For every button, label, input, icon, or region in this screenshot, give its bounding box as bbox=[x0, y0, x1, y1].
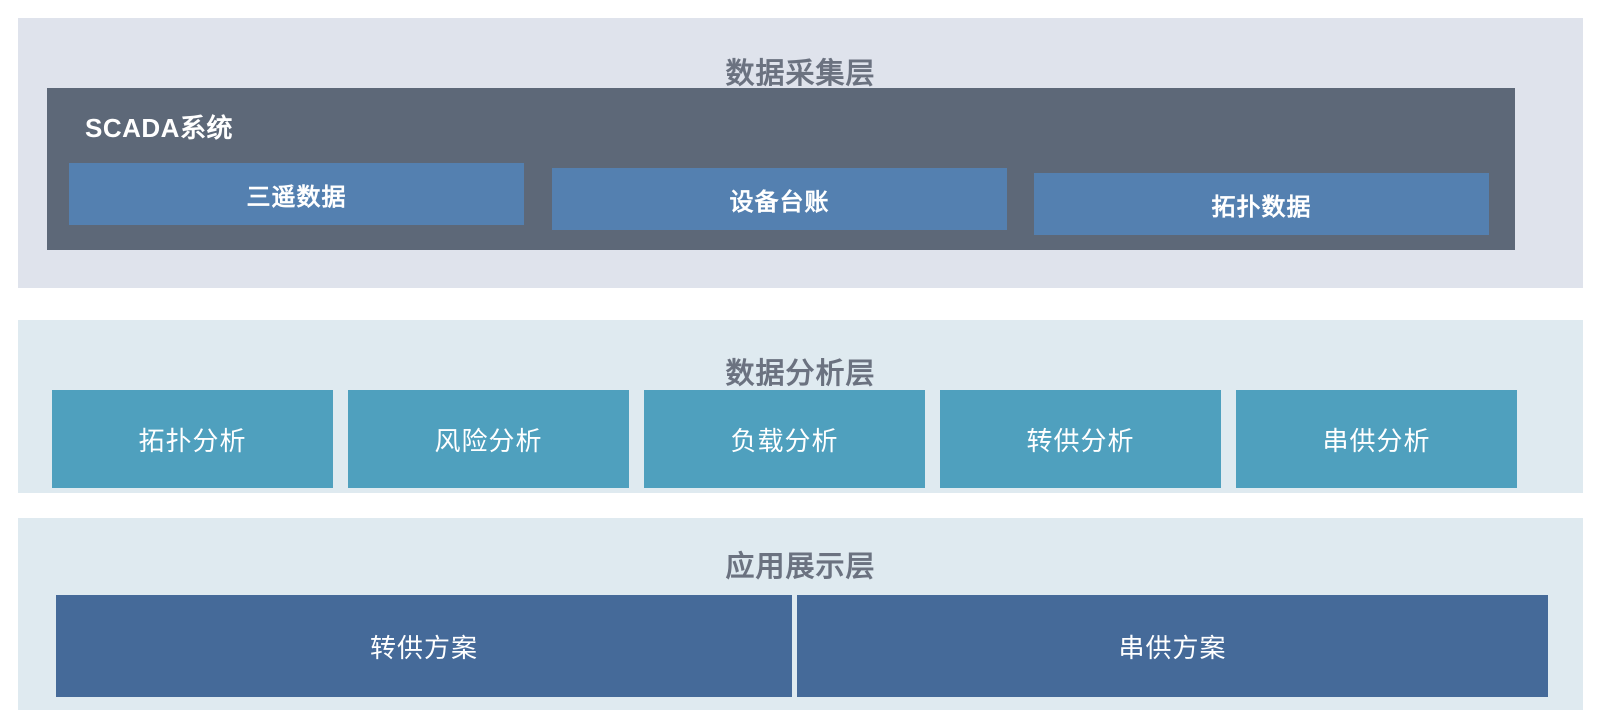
analysis-box-load[interactable]: 负载分析 bbox=[644, 390, 925, 488]
application-box-transfer-supply-plan[interactable]: 转供方案 bbox=[56, 595, 792, 697]
collection-box-label: 三遥数据 bbox=[246, 183, 347, 211]
collection-box-label: 设备台账 bbox=[729, 188, 830, 216]
application-box-series-supply-plan[interactable]: 串供方案 bbox=[797, 595, 1548, 697]
layer-analysis-title: 数据分析层 bbox=[725, 358, 876, 390]
application-box-label: 转供方案 bbox=[369, 632, 478, 663]
layer-collection-title: 数据采集层 bbox=[725, 58, 876, 90]
analysis-box-label: 风险分析 bbox=[434, 425, 543, 456]
layer-data-analysis: 数据分析层 拓扑分析 风险分析 负载分析 转供分析 串供分析 bbox=[18, 320, 1583, 493]
collection-box-equipment-ledger[interactable]: 设备台账 bbox=[552, 168, 1007, 230]
analysis-box-label: 拓扑分析 bbox=[138, 425, 247, 456]
collection-box-label: 拓扑数据 bbox=[1211, 193, 1312, 221]
analysis-box-topology[interactable]: 拓扑分析 bbox=[52, 390, 333, 488]
analysis-box-label: 串供分析 bbox=[1322, 425, 1431, 456]
layer-application-display: 应用展示层 转供方案 串供方案 bbox=[18, 518, 1583, 710]
collection-box-sanyao-data[interactable]: 三遥数据 bbox=[69, 163, 524, 225]
scada-system-label: SCADA系统 bbox=[85, 113, 233, 143]
analysis-box-transfer-supply[interactable]: 转供分析 bbox=[940, 390, 1221, 488]
analysis-box-series-supply[interactable]: 串供分析 bbox=[1236, 390, 1517, 488]
analysis-box-risk[interactable]: 风险分析 bbox=[348, 390, 629, 488]
layer-data-collection: 数据采集层 SCADA系统 三遥数据 设备台账 拓扑数据 bbox=[18, 18, 1583, 288]
analysis-box-label: 负载分析 bbox=[730, 425, 839, 456]
application-box-label: 串供方案 bbox=[1118, 632, 1227, 663]
layer-application-title: 应用展示层 bbox=[725, 551, 876, 583]
scada-system-group: SCADA系统 三遥数据 设备台账 拓扑数据 bbox=[47, 88, 1515, 250]
analysis-box-label: 转供分析 bbox=[1026, 425, 1135, 456]
collection-box-topology-data[interactable]: 拓扑数据 bbox=[1034, 173, 1489, 235]
